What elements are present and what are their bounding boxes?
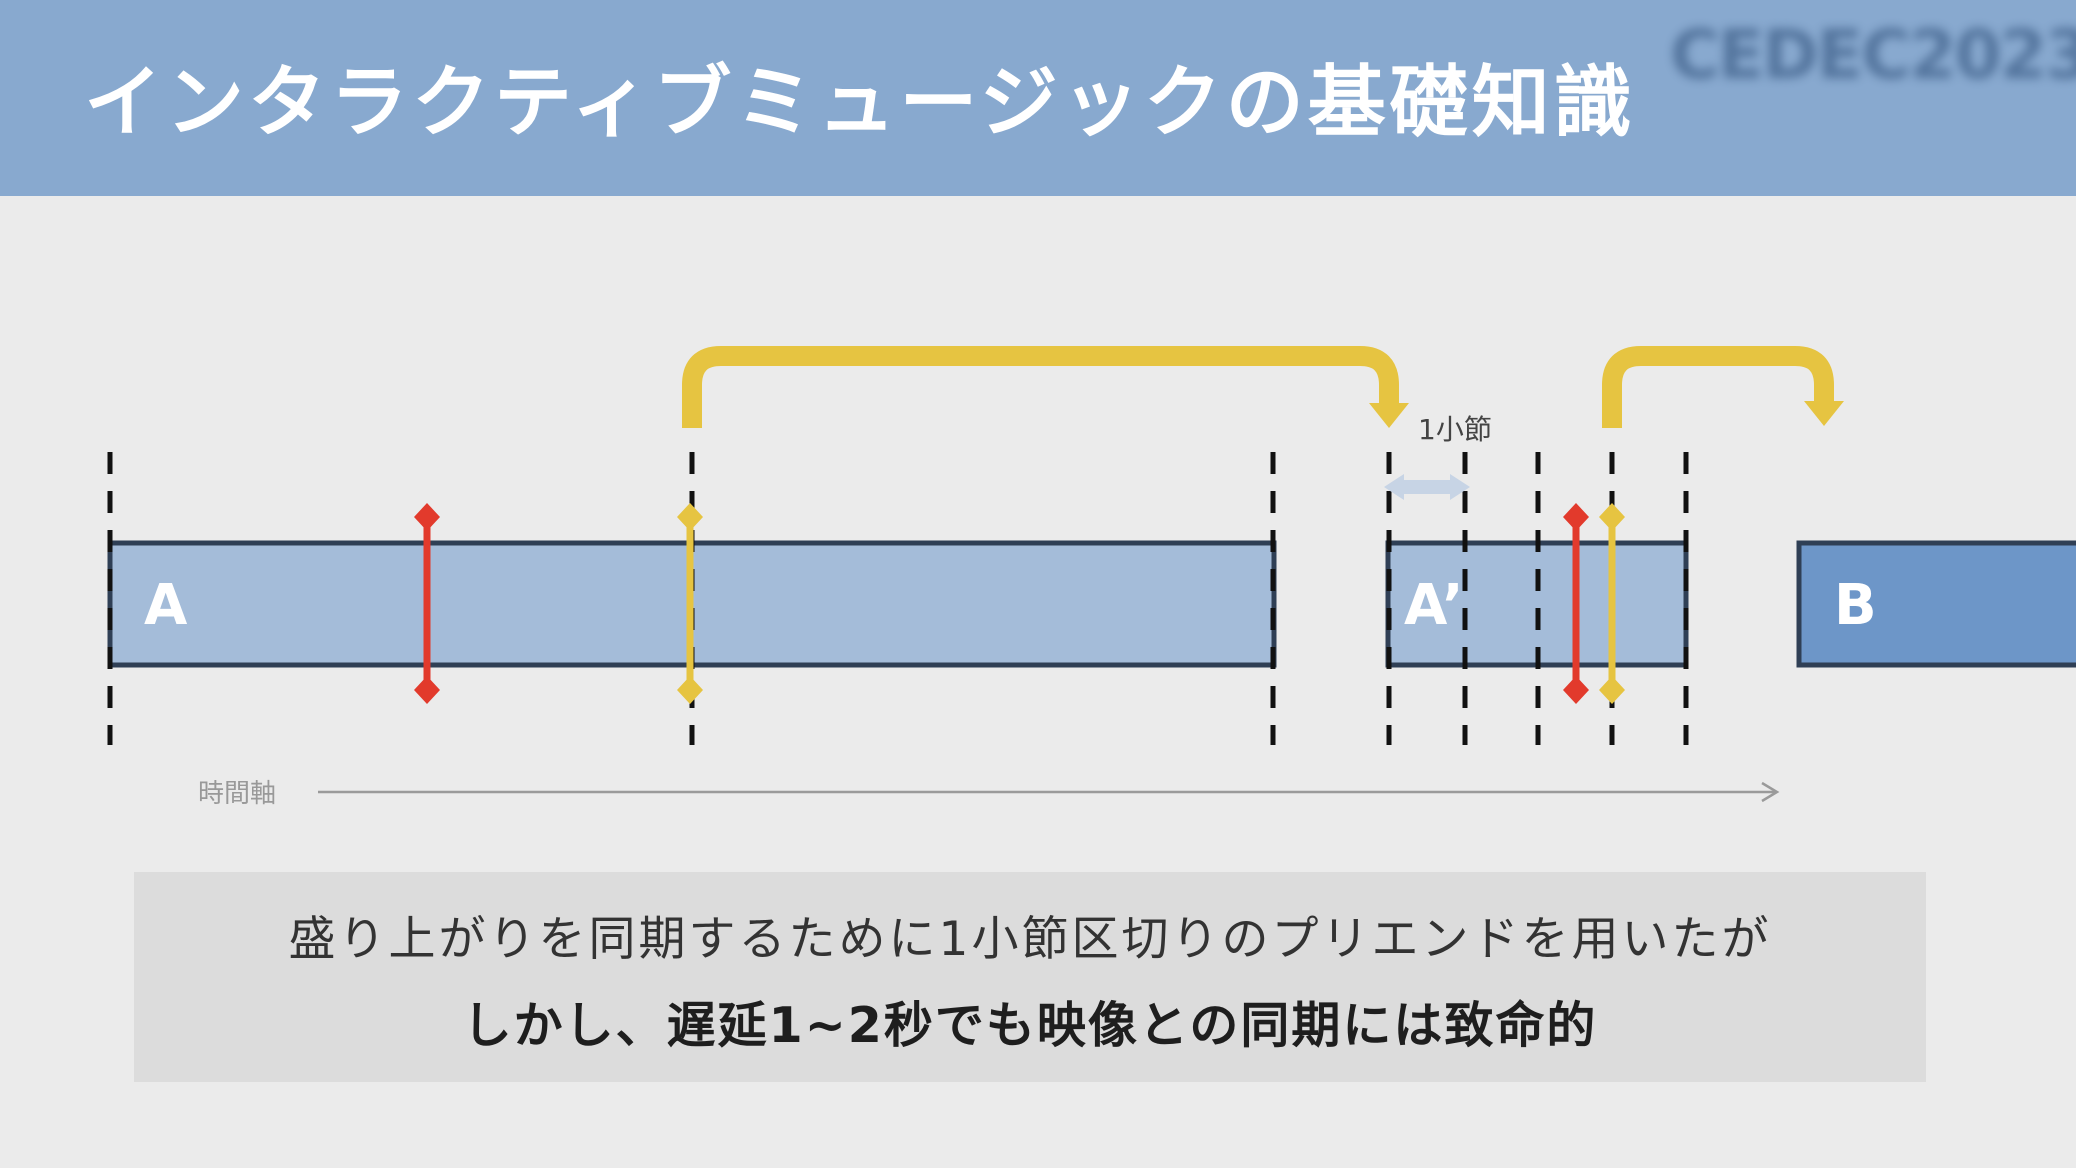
cedec-logo: CEDEC2023 bbox=[1670, 16, 2076, 95]
red-marker-a bbox=[414, 503, 440, 704]
yellow-marker-a bbox=[677, 503, 703, 704]
jump-arrow-large bbox=[682, 346, 1409, 428]
slide-title: インタラクティブミュージックの基礎知識 bbox=[84, 58, 1636, 148]
jump-arrow-small bbox=[1602, 346, 1844, 428]
block-a-label: A bbox=[144, 573, 188, 638]
measure-span-arrow bbox=[1384, 474, 1470, 500]
block-b bbox=[1796, 540, 2076, 668]
time-axis-arrow bbox=[318, 781, 1780, 803]
block-a-prime-label: A’ bbox=[1404, 573, 1463, 638]
red-marker-a-prime bbox=[1563, 503, 1589, 704]
caption-line-1: 盛り上がりを同期するために1小節区切りのプリエンドを用いたが bbox=[288, 912, 1772, 967]
time-axis-label: 時間軸 bbox=[198, 779, 276, 809]
header-bar: インタラクティブミュージックの基礎知識 CEDEC2023 bbox=[0, 0, 2076, 196]
measure-label: 1小節 bbox=[1418, 413, 1492, 446]
caption-line-2: しかし、遅延1~2秒でも映像との同期には致命的 bbox=[462, 997, 1598, 1054]
yellow-marker-a-prime bbox=[1599, 503, 1625, 704]
block-b-label: B bbox=[1834, 573, 1877, 638]
caption-box: 盛り上がりを同期するために1小節区切りのプリエンドを用いたが しかし、遅延1~2… bbox=[134, 872, 1926, 1082]
